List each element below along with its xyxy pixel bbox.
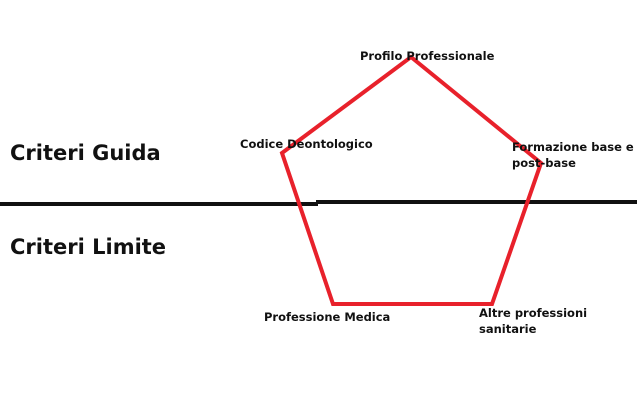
vertex-label-professione-medica: Professione Medica (264, 310, 391, 324)
vertex-label-formazione: Formazione base e post-base (512, 139, 634, 171)
vertex-label-profilo-professionale: Profilo Professionale (360, 49, 495, 63)
vertex-label-formazione-line2: post-base (512, 156, 576, 170)
vertex-label-codice-deontologico: Codice Deontologico (240, 137, 373, 151)
vertex-label-altre-professioni: Altre professioni sanitarie (479, 305, 587, 337)
vertex-label-altre-line1: Altre professioni (479, 306, 588, 320)
pentagon-shape (279, 54, 544, 306)
vertex-label-altre-line2: sanitarie (479, 322, 537, 336)
vertex-label-formazione-line1: Formazione base e (512, 140, 634, 154)
section-label-criteri-limite: Criteri Limite (10, 235, 167, 259)
section-label-criteri-guida: Criteri Guida (10, 141, 161, 165)
